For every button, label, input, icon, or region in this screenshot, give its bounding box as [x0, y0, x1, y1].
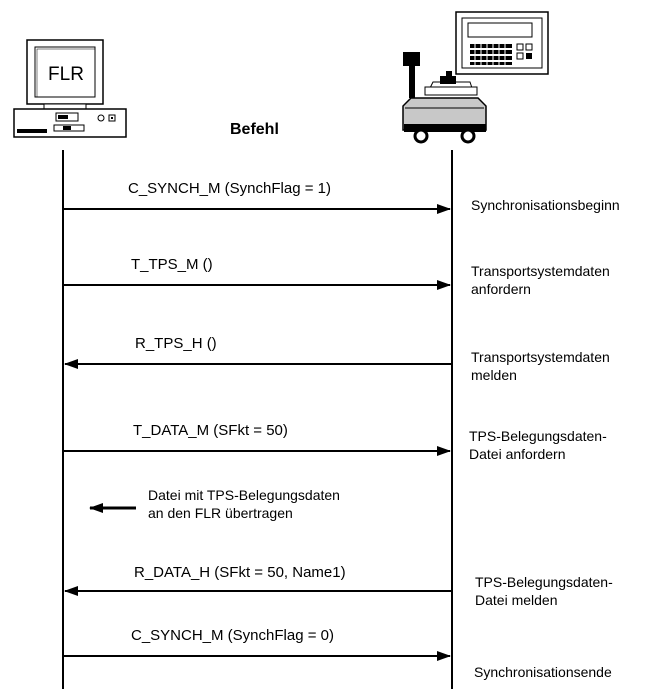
column-title: Befehl	[230, 121, 279, 138]
vehicle-icon	[402, 52, 487, 144]
step-note-line: Datei melden	[475, 592, 558, 608]
message-label: R_TPS_H ()	[135, 335, 217, 352]
step-note: Synchronisationsbeginn	[471, 196, 620, 214]
computer-icon	[13, 39, 127, 138]
message-label: T_DATA_M (SFkt = 50)	[133, 422, 288, 439]
step-note-line: Synchronisationsbeginn	[471, 197, 620, 213]
step-note-line: TPS-Belegungsdaten-	[469, 428, 607, 444]
step-note-line: Transportsystemdaten	[471, 349, 610, 365]
step-note: Transportsystemdaten melden	[471, 348, 610, 384]
message-label: T_TPS_M ()	[131, 256, 213, 273]
terminal-icon	[455, 11, 549, 75]
step-note: TPS-Belegungsdaten- Datei melden	[475, 573, 613, 609]
step-note-line: Transportsystemdaten	[471, 263, 610, 279]
step-note-line: TPS-Belegungsdaten-	[475, 574, 613, 590]
message-label: C_SYNCH_M (SynchFlag = 1)	[128, 180, 331, 197]
step-note-line: Synchronisationsende	[474, 664, 612, 680]
step-note: Transportsystemdaten anfordern	[471, 262, 610, 298]
flr-screen-label: FLR	[48, 64, 84, 85]
step-note: TPS-Belegungsdaten- Datei anfordern	[469, 427, 607, 463]
transfer-note-line: an den FLR übertragen	[148, 505, 293, 521]
step-note-line: anfordern	[471, 281, 531, 297]
transfer-note: Datei mit TPS-Belegungsdaten an den FLR …	[148, 486, 340, 522]
step-note-line: melden	[471, 367, 517, 383]
step-note: Synchronisationsende	[474, 663, 612, 681]
message-label: R_DATA_H (SFkt = 50, Name1)	[134, 564, 346, 581]
message-label: C_SYNCH_M (SynchFlag = 0)	[131, 627, 334, 644]
step-note-line: Datei anfordern	[469, 446, 566, 462]
transfer-note-line: Datei mit TPS-Belegungsdaten	[148, 487, 340, 503]
